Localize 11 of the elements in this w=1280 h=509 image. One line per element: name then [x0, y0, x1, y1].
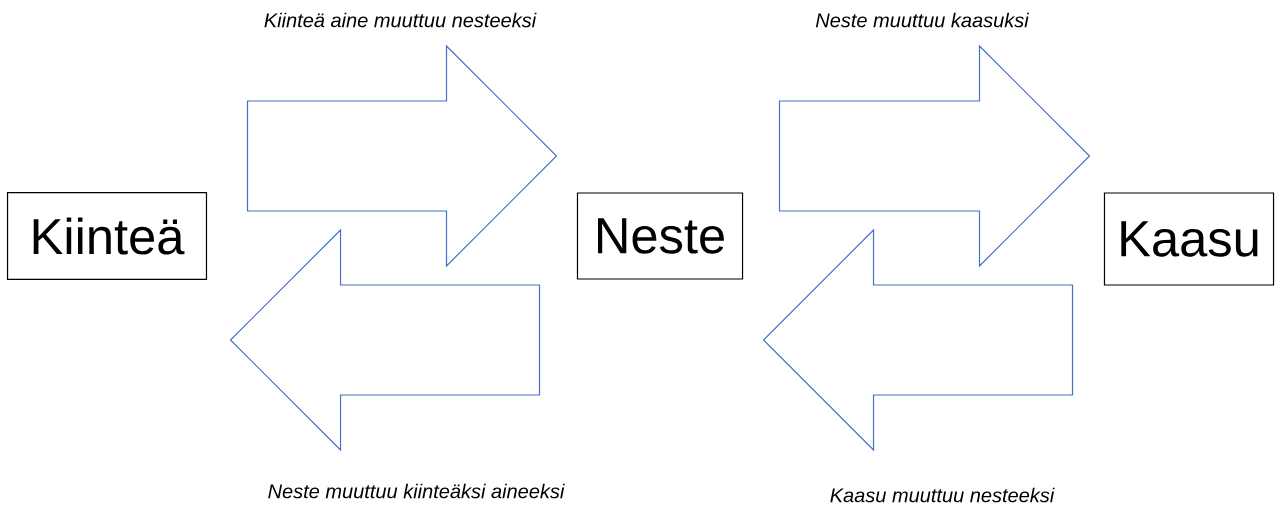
- caption-text: Neste muuttuu kaasuksi: [815, 12, 1030, 28]
- block-arrow: [246, 44, 558, 268]
- state-box: Neste: [576, 192, 744, 280]
- block-arrow: [229, 228, 541, 452]
- state-box: Kaasu: [1103, 192, 1275, 286]
- state-box: Kiinteä: [6, 191, 208, 281]
- block-arrow: [762, 228, 1074, 452]
- caption-text: Neste muuttuu kiinteäksi aineeksi: [268, 483, 565, 499]
- block-arrow: [778, 44, 1091, 268]
- caption-text: Kiinteä aine muuttuu nesteeksi: [264, 12, 537, 28]
- caption-text: Kaasu muuttuu nesteeksi: [830, 487, 1055, 503]
